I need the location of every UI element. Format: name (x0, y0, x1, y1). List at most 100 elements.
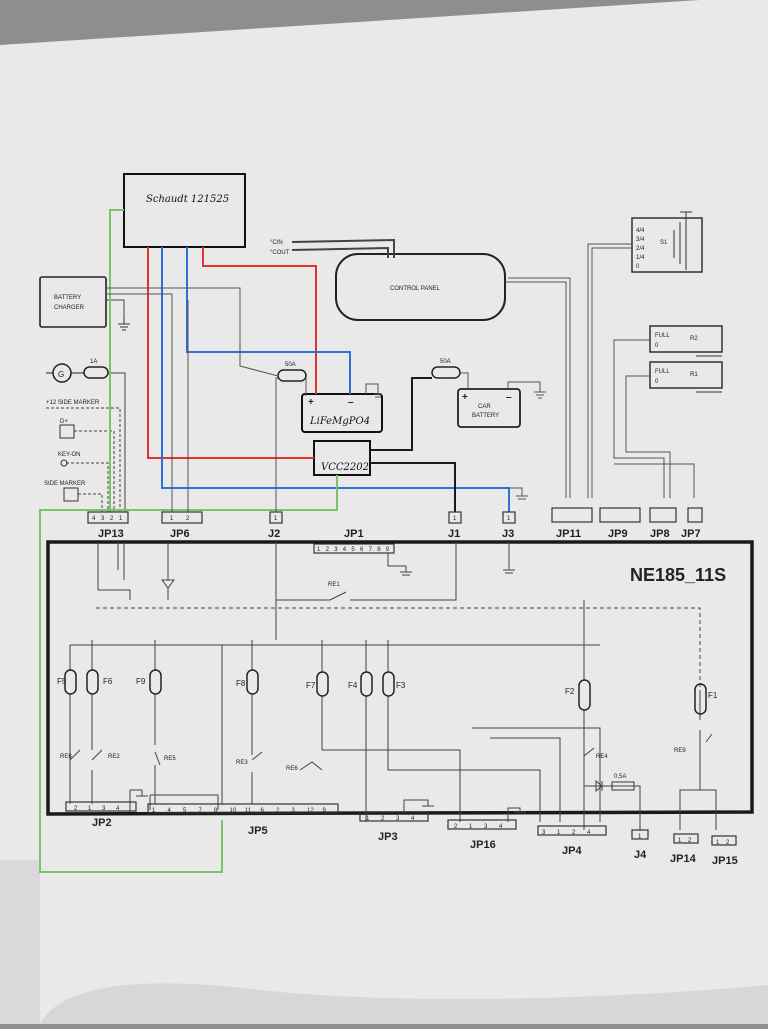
j4-pins-box (631, 829, 649, 840)
tank-r2-empty: 0 (655, 343, 659, 349)
top-connectors (87, 507, 703, 554)
diode-05a (584, 779, 641, 830)
bundle-jp9 (587, 243, 632, 498)
internal-fuses (64, 669, 707, 715)
fuse-f8-label: F8 (236, 679, 246, 688)
jp13-label: JP13 (98, 528, 124, 540)
jp1-pin: 8 (377, 547, 381, 553)
jp2-pin: 2 (74, 806, 78, 812)
lifepo4-battery-box (301, 393, 383, 433)
board-title: NE185_11S (630, 565, 726, 585)
jp7-plug (687, 507, 703, 523)
fuse-f4-label: F4 (348, 681, 358, 690)
jp5-pin: 2 (276, 808, 280, 814)
jp2-pin: 1 (88, 806, 92, 812)
relay-re2-label: RE2 (108, 754, 120, 760)
jp3-pins-box (359, 811, 429, 822)
jp4-pin: 3 (542, 830, 546, 836)
wire-green-schaudt (109, 209, 124, 512)
jp2-ground (129, 789, 148, 812)
jp13-internal (97, 542, 131, 600)
jp1-label: JP1 (344, 528, 364, 540)
jp5-pin: 4 (168, 808, 172, 814)
temp-in-label: °CIN (270, 240, 283, 246)
level-sensor-s1 (631, 217, 703, 273)
j1-pin-1: 1 (453, 516, 457, 522)
jp14-pin: 2 (688, 838, 692, 844)
fuse-50a-right-label: 50A (440, 359, 451, 365)
jp1-pin: 1 (317, 547, 321, 553)
j1-pins-box (448, 511, 462, 524)
re1-line (276, 542, 457, 601)
relay-re5-label: RE5 (164, 756, 176, 762)
bundle-jp8 (613, 339, 671, 498)
tank-r2-name: R2 (690, 336, 698, 342)
wire-key-on (66, 462, 109, 512)
jp1-ground (387, 553, 412, 576)
wire-lifepo4-ground (365, 383, 382, 398)
fuse-f8 (246, 669, 259, 695)
wire-fuse-car (460, 372, 469, 389)
jp1-pin: 4 (343, 547, 347, 553)
jp15-label: JP15 (712, 855, 738, 867)
jp6-label: JP6 (170, 528, 190, 540)
ne185-board-outline (46, 540, 754, 816)
j4-pin: 1 (638, 834, 642, 840)
j1-label: J1 (448, 528, 460, 540)
jp2-pins-box (65, 801, 137, 812)
fuse-f3 (382, 671, 395, 697)
jp9-label: JP9 (608, 528, 628, 540)
page-curl (40, 983, 768, 1024)
jp6-pin-2: 2 (186, 516, 190, 522)
jp16-label: JP16 (470, 839, 496, 851)
sensor-level-0: 4/4 (636, 228, 645, 234)
jp1-pins-box (313, 543, 395, 554)
sensor-level-2: 2/4 (636, 246, 645, 252)
fuse-f9 (149, 669, 162, 695)
relay-re8-label: RE8 (60, 754, 72, 760)
jp3-pin: 1 (366, 816, 370, 822)
lifepo4-label: LiFeMgPO4 (309, 416, 370, 427)
temp-sensor-wires (291, 238, 395, 258)
battery-charger-box (39, 276, 107, 328)
j2-pins-box (269, 511, 283, 524)
jp9-plug (599, 507, 641, 523)
sensor-s1-label: S1 (660, 240, 668, 246)
jp1-pin: 7 (369, 547, 373, 553)
battery-charger-ground (118, 316, 130, 331)
sensor-s1-rods (673, 211, 692, 270)
tank-r2-full: FULL (655, 333, 670, 339)
jp1-pin: 9 (386, 547, 390, 553)
jp5-pin: 12 (307, 808, 314, 814)
wire-charger-jp6b (106, 293, 173, 512)
jp3-pin: 4 (411, 816, 415, 822)
sensor-level-3: 1/4 (636, 255, 645, 261)
car-battery-plus: + (462, 392, 468, 403)
plus12-side-marker-label: +12 SIDE MARKER (46, 400, 100, 406)
jp6-pins-box (161, 511, 203, 524)
lifepo4-plus: + (308, 397, 314, 408)
fuse-f5-label: F5 (57, 677, 67, 686)
wire-red-schaudt-vcc (147, 247, 314, 459)
jp14-pins-box (673, 833, 699, 844)
j3-pin-1: 1 (507, 516, 511, 522)
wire-side-marker (78, 493, 103, 512)
jp16-pin: 3 (484, 824, 488, 830)
relay-re3-label: RE3 (236, 760, 248, 766)
jp4-pins-box (537, 825, 607, 836)
bottom-connectors (65, 801, 737, 846)
fuse-f6 (86, 669, 99, 695)
jp4-pin: 1 (557, 830, 561, 836)
wire-car-ground (507, 381, 546, 399)
dashed-bus (96, 607, 701, 720)
tank-r1-full: FULL (655, 369, 670, 375)
f3-line (387, 645, 541, 822)
f1-line (679, 690, 717, 830)
wire-blue-schaudt-j3 (161, 247, 510, 512)
car-battery-label-1: CAR (478, 404, 491, 410)
fuse-f7 (316, 671, 329, 697)
wires-colored (39, 209, 510, 873)
